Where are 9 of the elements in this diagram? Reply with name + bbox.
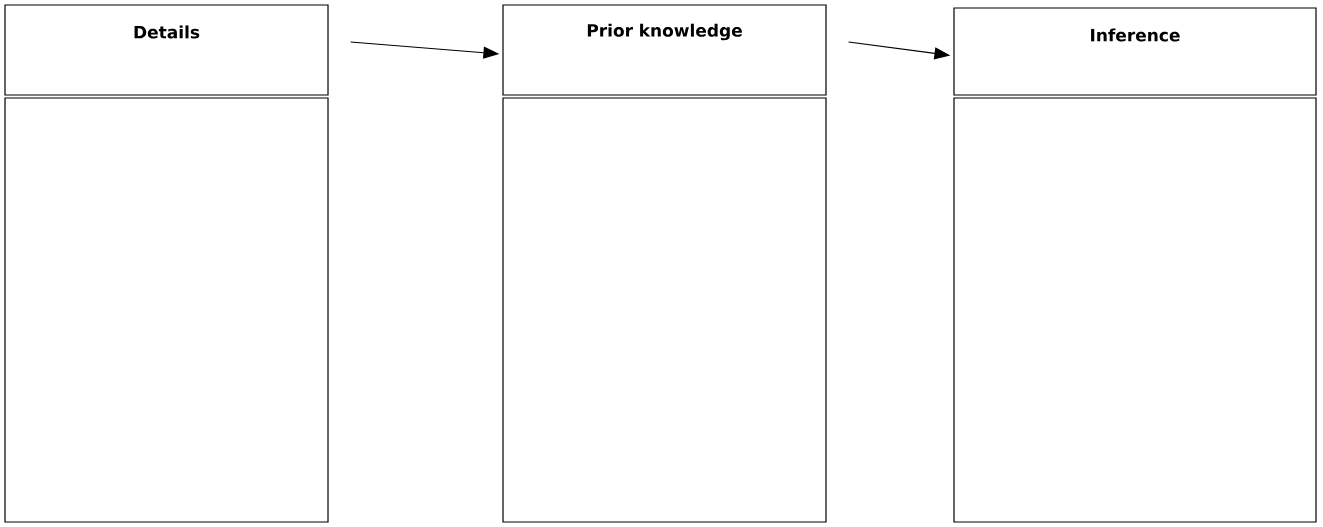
heading-text: Details [134,25,200,39]
heading-text: Inference [1091,28,1180,42]
heading-box [4,4,329,96]
answer-box [502,97,827,523]
heading-text: Prior knowledge [587,23,742,41]
heading-box [502,4,827,96]
heading-box [953,7,1317,96]
answer-box [4,97,329,523]
answer-box [953,97,1317,523]
